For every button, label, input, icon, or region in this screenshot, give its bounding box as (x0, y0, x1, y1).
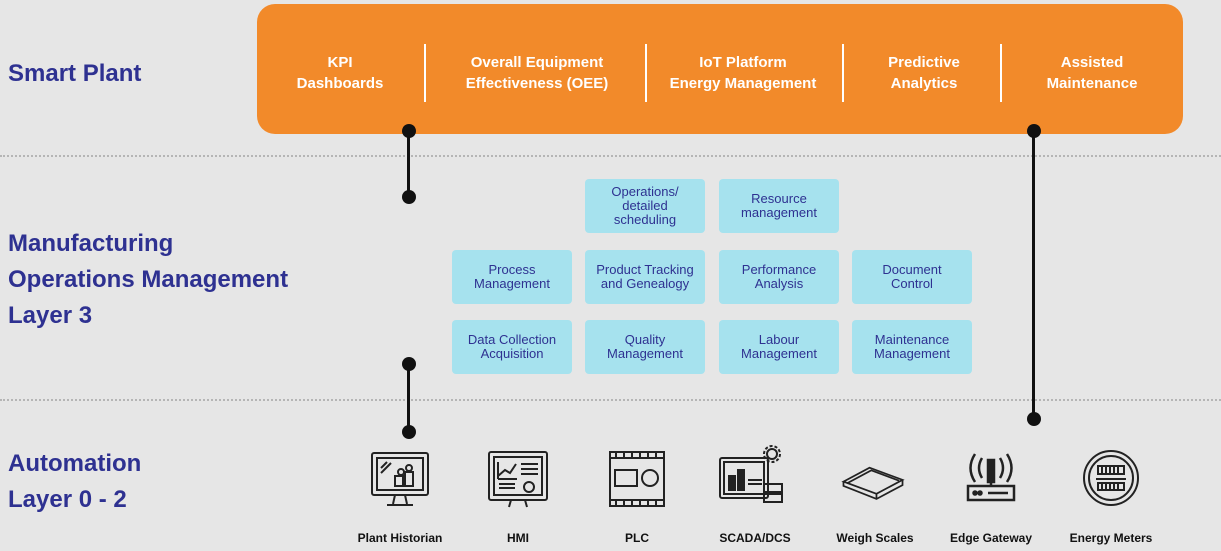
module-text: scheduling (613, 212, 677, 227)
smart-item-line: IoT Platform (699, 54, 787, 71)
connector-dot (1027, 412, 1041, 426)
smart-item-line: Assisted (1060, 54, 1124, 71)
smart-item-line: Effectiveness (OEE) (465, 75, 609, 92)
device-label-hmi: HMI (507, 531, 529, 545)
connector-line (407, 363, 410, 432)
module-text: Product Tracking (596, 262, 694, 277)
module-text: Control (891, 276, 933, 291)
smart-item-iot-platform: IoT Platform Energy Management (655, 48, 831, 98)
module-text: Analysis (754, 276, 804, 291)
device-label-edge-gateway: Edge Gateway (949, 531, 1033, 545)
smart-item-predictive-analytics: Predictive Analytics (849, 48, 999, 98)
plc-icon (609, 451, 665, 507)
layer-label-line: Operations Management (8, 266, 289, 293)
module-text: Performance (741, 262, 817, 277)
module-text: Labour (758, 332, 800, 347)
connector-dot (402, 124, 416, 138)
module-text: Data Collection (467, 332, 557, 347)
smart-item-line: Maintenance (1046, 75, 1138, 92)
monitor-icon (371, 452, 429, 506)
smart-item-line: Energy Management (669, 75, 817, 92)
module-quality-management: Quality Management (585, 320, 705, 374)
module-text: Operations/ (611, 184, 679, 199)
smart-plant-banner: KPI Dashboards Overall Equipment Effecti… (257, 4, 1183, 134)
device-label-weigh-scales: Weigh Scales (836, 531, 914, 545)
module-resource-management: Resource management (719, 179, 839, 233)
smart-item-kpi-dashboards: KPI Dashboards (275, 48, 405, 98)
module-process-management: Process Management (452, 250, 572, 304)
connector-dot (402, 425, 416, 439)
module-text: Management (741, 346, 817, 361)
module-text: management (741, 205, 817, 220)
gateway-icon (966, 453, 1016, 502)
module-document-control: Document Control (852, 250, 972, 304)
smart-item-oee: Overall Equipment Effectiveness (OEE) (437, 48, 637, 98)
smart-item-line: Dashboards (296, 75, 384, 92)
module-text: Resource (751, 191, 807, 206)
scada-icon (719, 445, 783, 503)
device-label-scada-dcs: SCADA/DCS (719, 531, 791, 545)
layer-label-mom: Manufacturing Operations Management Laye… (8, 226, 288, 334)
module-text: Document (882, 262, 942, 277)
device-label-plc: PLC (625, 531, 649, 545)
module-text: Management (607, 346, 683, 361)
layer-label-line: Layer 0 - 2 (8, 486, 127, 513)
connector-dot (402, 190, 416, 204)
device-label-energy-meters: Energy Meters (1069, 531, 1153, 545)
meter-icon (1083, 450, 1139, 506)
connector-line (407, 130, 410, 197)
layer-divider (0, 399, 1221, 401)
smart-item-separator (424, 44, 426, 102)
layer-label-line: Automation (8, 450, 142, 477)
layer-label-automation: Automation Layer 0 - 2 (8, 446, 141, 518)
connector-dot (1027, 124, 1041, 138)
layer-label-line: Smart Plant (8, 60, 142, 87)
module-text: Acquisition (480, 346, 544, 361)
scale-icon (841, 466, 905, 500)
smart-item-separator (645, 44, 647, 102)
module-text: Management (474, 276, 550, 291)
smart-item-assisted-maintenance: Assisted Maintenance (1017, 48, 1167, 98)
connector-dot (402, 357, 416, 371)
layer-label-line: Manufacturing (8, 230, 174, 257)
smart-item-line: Predictive (888, 54, 960, 71)
module-performance-analysis: Performance Analysis (719, 250, 839, 304)
module-text: Process (488, 262, 536, 277)
connector-line (1032, 130, 1035, 420)
module-data-collection: Data Collection Acquisition (452, 320, 572, 374)
module-text: Maintenance (874, 332, 950, 347)
module-text: detailed (622, 198, 668, 213)
smart-item-separator (1000, 44, 1002, 102)
module-text: and Genealogy (600, 276, 690, 291)
layer-label-line: Layer 3 (8, 302, 93, 329)
hmi-icon (488, 451, 548, 508)
module-maintenance-management: Maintenance Management (852, 320, 972, 374)
module-operations-scheduling: Operations/ detailed scheduling (585, 179, 705, 233)
smart-item-separator (842, 44, 844, 102)
module-labour-management: Labour Management (719, 320, 839, 374)
module-product-tracking: Product Tracking and Genealogy (585, 250, 705, 304)
smart-item-line: Overall Equipment (470, 54, 604, 71)
module-text: Quality (624, 332, 666, 347)
layer-divider (0, 155, 1221, 157)
smart-item-line: KPI (327, 54, 353, 71)
smart-item-line: Analytics (890, 75, 958, 92)
module-text: Management (874, 346, 950, 361)
layer-label-smart-plant: Smart Plant (8, 56, 141, 92)
device-label-plant-historian: Plant Historian (357, 531, 443, 545)
